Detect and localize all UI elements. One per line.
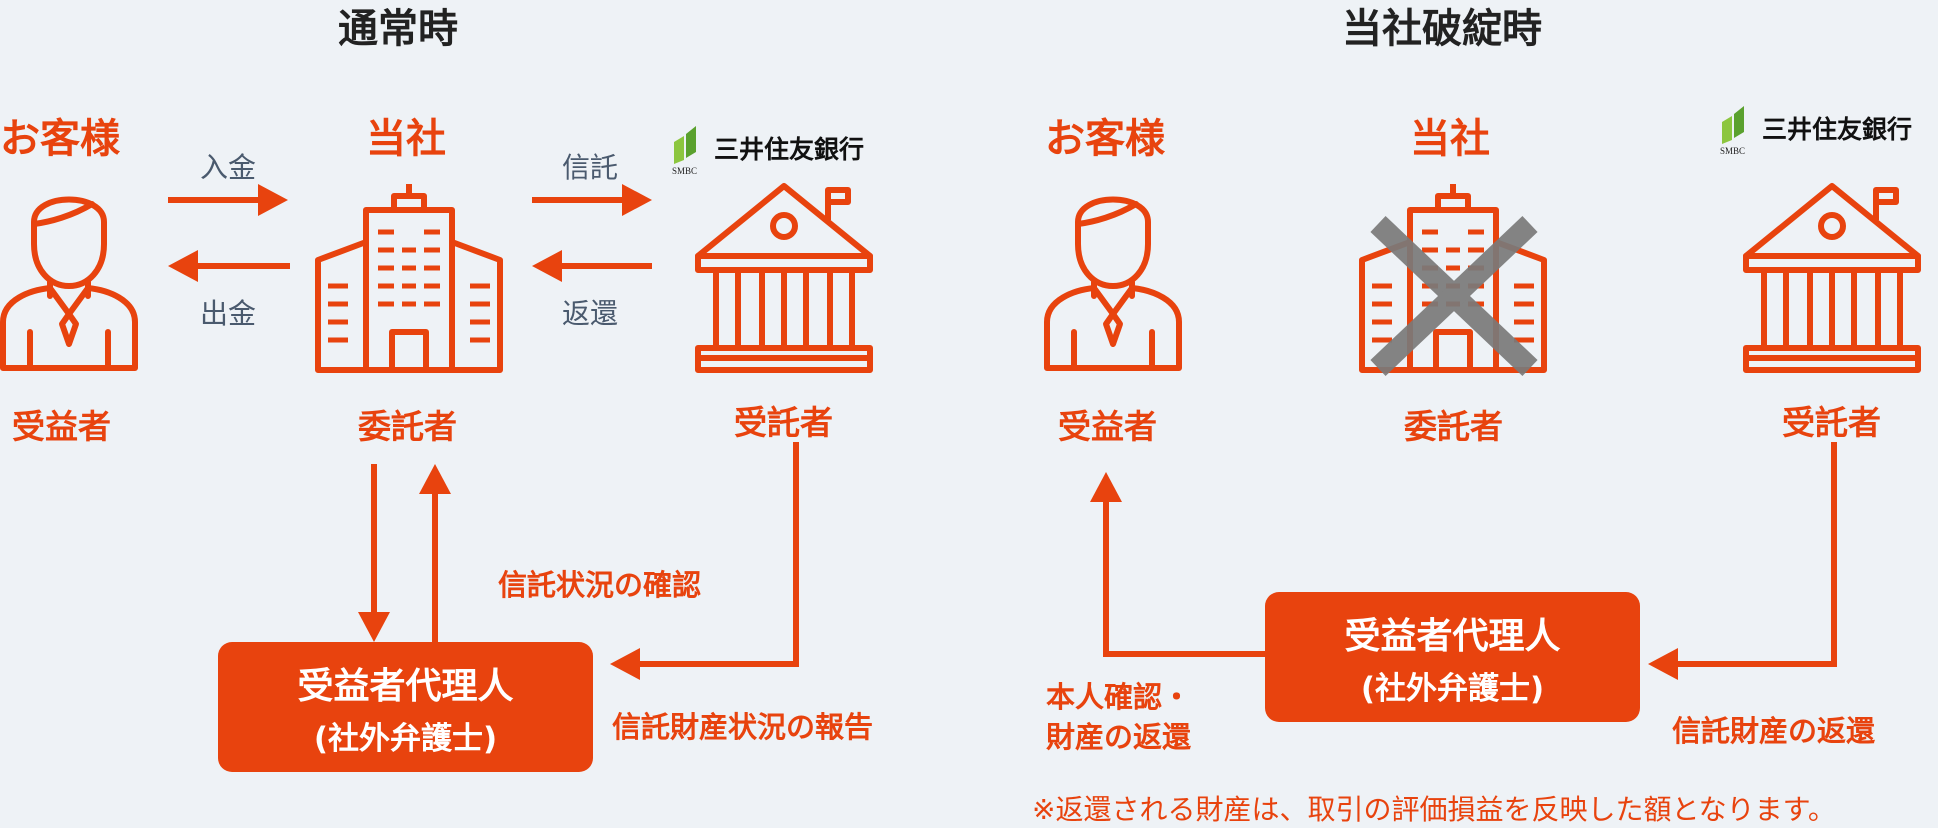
building-icon — [1359, 184, 1547, 373]
normal-agent-box: 受益者代理人 (社外弁護士) — [218, 642, 593, 772]
normal-company-role: 委託者 — [358, 407, 457, 446]
bankruptcy-customer-label: お客様 — [1045, 116, 1165, 162]
person-icon — [1044, 196, 1182, 371]
deposit-label: 入金 — [200, 151, 257, 184]
report-note: 信託財産状況の報告 — [612, 710, 874, 744]
agent-title: 受益者代理人 — [297, 665, 514, 707]
bankruptcy-agent-box: 受益者代理人 (社外弁護士) — [1265, 592, 1640, 722]
smbc-logo-icon: SMBC — [672, 120, 706, 176]
bankruptcy-bank-role: 受託者 — [1782, 403, 1881, 442]
footnote: ※返還される財産は、取引の評価損益を反映した額となります。 — [1032, 793, 1836, 826]
bankruptcy-company-role: 委託者 — [1404, 407, 1503, 446]
return-note: 信託財産の返還 — [1672, 714, 1876, 748]
bankruptcy-title: 当社破綻時 — [1342, 6, 1542, 52]
identity-note-line2: 財産の返還 — [1046, 720, 1192, 754]
withdrawal-label: 出金 — [200, 297, 257, 330]
bank-name: 三井住友銀行 — [1762, 115, 1913, 144]
bank-name: 三井住友銀行 — [714, 135, 865, 164]
building-icon — [315, 184, 503, 373]
smbc-logo-normal: SMBC 三井住友銀行 — [672, 120, 864, 176]
bank-icon — [695, 183, 873, 373]
normal-customer-role: 受益者 — [12, 407, 111, 446]
svg-text:SMBC: SMBC — [1720, 146, 1745, 156]
cross-icon — [1370, 216, 1538, 376]
trust-label: 信託 — [562, 151, 619, 184]
normal-company-label: 当社 — [366, 116, 446, 162]
svg-text:SMBC: SMBC — [672, 166, 697, 176]
normal-customer-label: お客様 — [0, 116, 120, 162]
person-icon — [0, 196, 138, 371]
agent-subtitle: (社外弁護士) — [313, 720, 498, 757]
return-label: 返還 — [562, 297, 619, 330]
agent-subtitle: (社外弁護士) — [1360, 670, 1545, 707]
smbc-logo-bankruptcy: SMBC 三井住友銀行 — [1720, 100, 1912, 156]
bankruptcy-company-label: 当社 — [1410, 116, 1490, 162]
normal-title: 通常時 — [338, 6, 458, 52]
bank-icon — [1743, 183, 1921, 373]
agent-title: 受益者代理人 — [1344, 615, 1561, 657]
check-note: 信託状況の確認 — [498, 568, 702, 602]
smbc-logo-icon: SMBC — [1720, 100, 1754, 156]
bankruptcy-customer-role: 受益者 — [1058, 407, 1157, 446]
identity-note-line1: 本人確認・ — [1046, 680, 1192, 714]
normal-bank-role: 受託者 — [734, 403, 833, 442]
